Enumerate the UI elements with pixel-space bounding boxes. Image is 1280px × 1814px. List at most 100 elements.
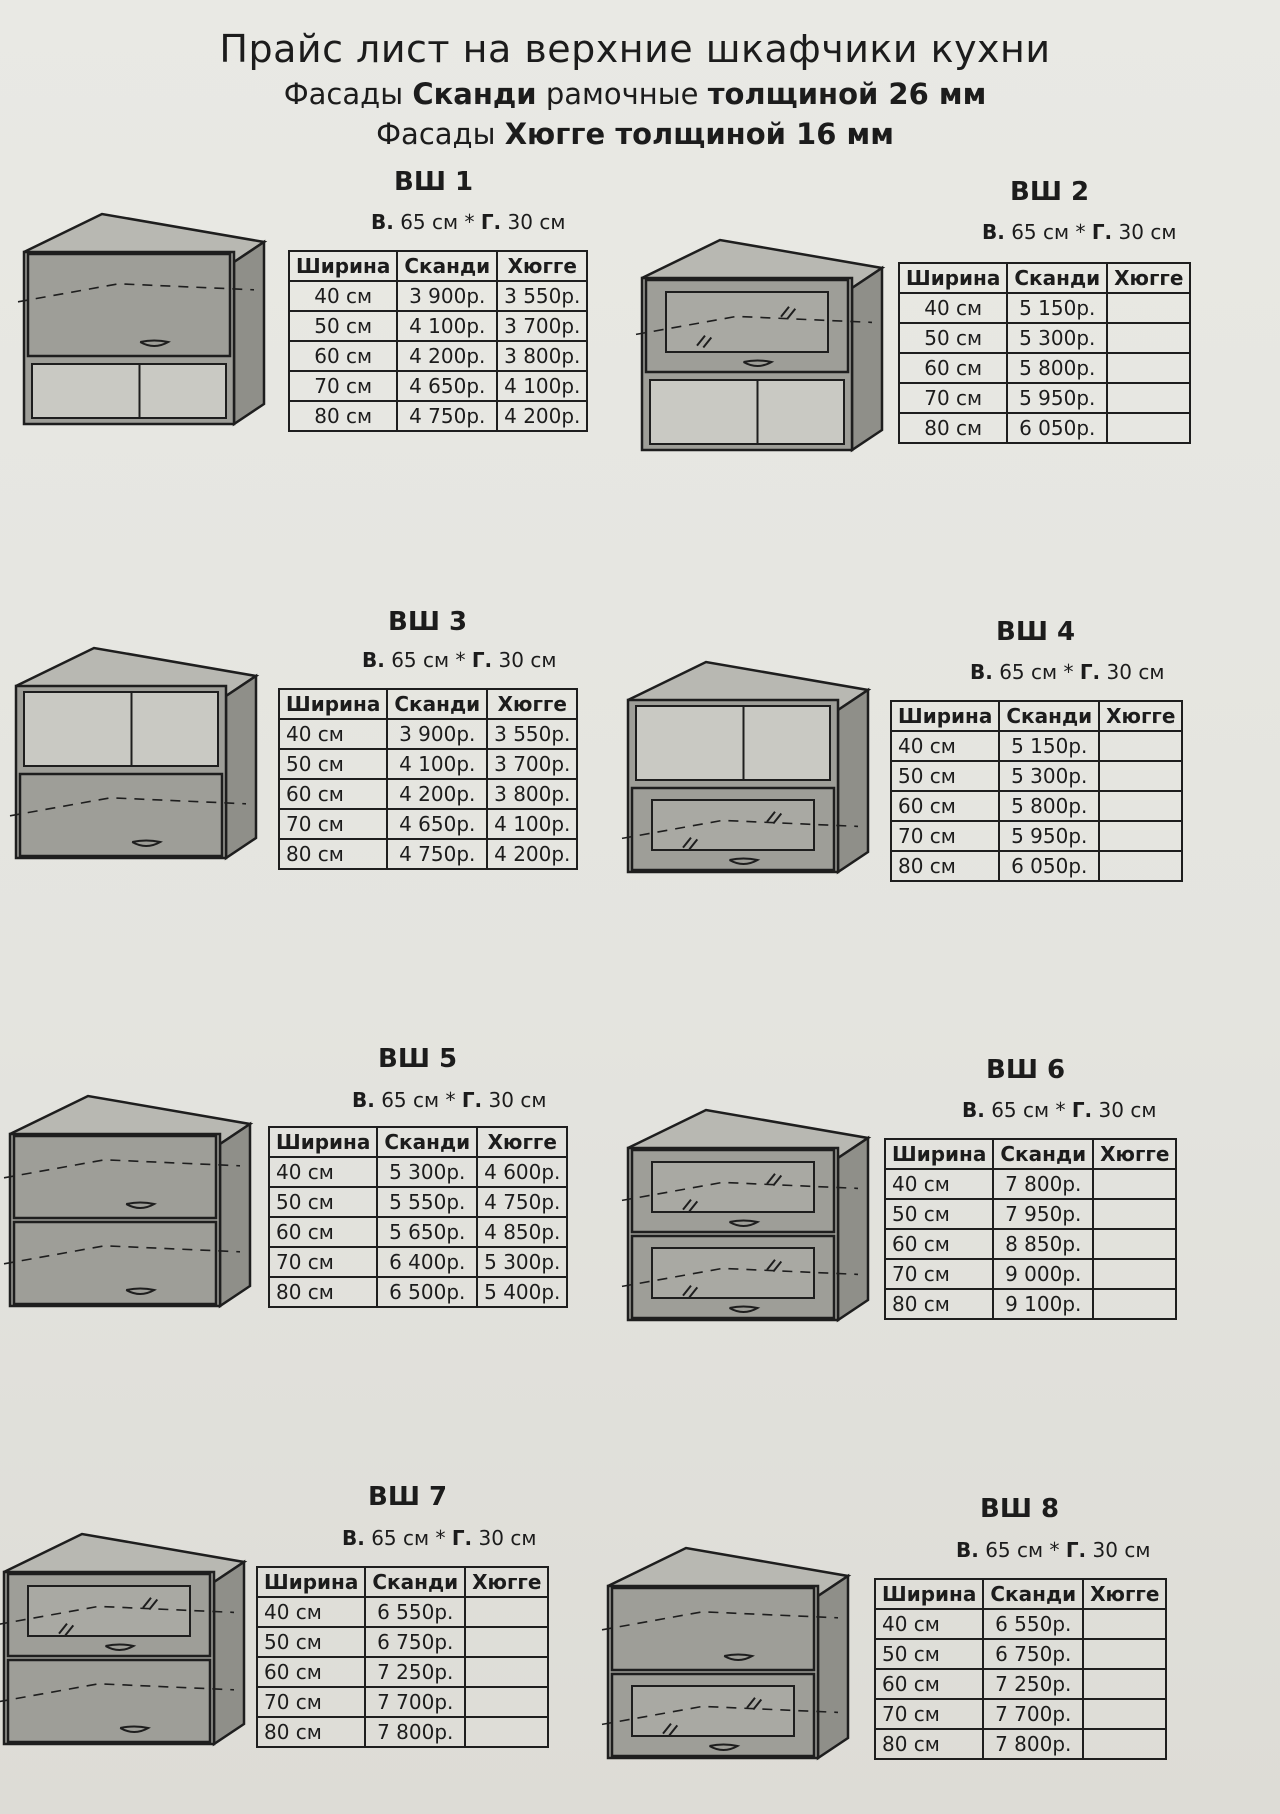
width-cell: 80 см [897, 412, 1009, 444]
glass-reflection-icon [142, 1597, 159, 1611]
hygge-price-cell [1092, 1288, 1178, 1320]
hygge-price-cell [1082, 1608, 1168, 1640]
hygge-price-cell [464, 1686, 550, 1718]
width-cell: 80 см [277, 838, 389, 870]
skandi-price-cell: 9 000р. [992, 1258, 1095, 1290]
column-header: Ширина [267, 1126, 379, 1158]
glass-reflection-icon [746, 1697, 763, 1711]
width-cell: 40 см [255, 1596, 367, 1628]
door-panel [12, 1220, 218, 1306]
cabinet-dimensions: В. 65 см * Г. 30 см [352, 1088, 547, 1112]
hygge-price-cell [1082, 1698, 1168, 1730]
width-cell: 80 см [255, 1716, 367, 1748]
door-panel [12, 1134, 218, 1220]
glass-reflection-icon [682, 836, 699, 850]
width-cell: 60 см [889, 790, 1001, 822]
cabinet-title: ВШ 8 [980, 1494, 1060, 1524]
width-cell: 60 см [267, 1216, 379, 1248]
cabinet-title: ВШ 6 [986, 1055, 1066, 1085]
hygge-price-cell: 4 200р. [486, 838, 579, 870]
skandi-price-cell: 7 700р. [982, 1698, 1085, 1730]
skandi-price-cell: 7 950р. [992, 1198, 1095, 1230]
column-header: Хюгге [1082, 1578, 1168, 1610]
skandi-price-cell: 5 300р. [376, 1156, 479, 1188]
door-panel [26, 252, 232, 358]
cabinet-illustration [9, 646, 260, 861]
cabinet-title: ВШ 1 [394, 167, 474, 197]
cabinet-title: ВШ 2 [1010, 177, 1090, 207]
hygge-price-cell: 3 800р. [496, 340, 589, 372]
width-cell: 70 см [277, 808, 389, 840]
cabinet-side [212, 1559, 246, 1747]
hygge-price-cell [1098, 850, 1184, 882]
hygge-price-cell: 4 100р. [486, 808, 579, 840]
hygge-price-cell: 4 750р. [476, 1186, 569, 1218]
width-cell: 50 см [883, 1198, 995, 1230]
width-cell: 80 см [873, 1728, 985, 1760]
glass-panel [651, 1161, 815, 1213]
skandi-price-cell: 5 800р. [998, 790, 1101, 822]
width-cell: 40 см [897, 292, 1009, 324]
cabinet-side [218, 1121, 252, 1309]
column-header: Сканди [992, 1138, 1095, 1170]
cabinet-dimensions: В. 65 см * Г. 30 см [956, 1538, 1151, 1562]
width-cell: 60 см [277, 778, 389, 810]
skandi-price-cell: 4 100р. [396, 310, 499, 342]
open-shelf [23, 691, 219, 767]
hygge-price-cell [1098, 790, 1184, 822]
glass-panel [651, 799, 815, 851]
cabinet-illustration [17, 212, 268, 427]
column-header: Ширина [255, 1566, 367, 1598]
glass-reflection-icon [766, 1173, 783, 1187]
width-cell: 70 см [883, 1258, 995, 1290]
width-cell: 40 см [277, 718, 389, 750]
subtitle-skandi: Фасады Сканди рамочные толщиной 26 мм [283, 77, 987, 111]
glass-reflection-icon [766, 811, 783, 825]
open-shelf [649, 379, 845, 445]
hygge-price-cell [1092, 1198, 1178, 1230]
cabinet-illustration [3, 1094, 254, 1309]
skandi-price-cell: 6 050р. [1006, 412, 1109, 444]
hygge-price-cell [464, 1626, 550, 1658]
hygge-price-cell: 5 400р. [476, 1276, 569, 1308]
glass-reflection-icon [682, 1284, 699, 1298]
cabinet-title: ВШ 5 [378, 1044, 458, 1074]
hygge-price-cell: 3 800р. [486, 778, 579, 810]
width-cell: 50 см [255, 1626, 367, 1658]
column-header: Ширина [277, 688, 389, 720]
column-header: Хюгге [1092, 1138, 1178, 1170]
skandi-price-cell: 9 100р. [992, 1288, 1095, 1320]
glass-panel [631, 1685, 795, 1737]
skandi-price-cell: 3 900р. [386, 718, 489, 750]
hygge-price-cell: 5 300р. [476, 1246, 569, 1278]
column-header: Ширина [873, 1578, 985, 1610]
skandi-price-cell: 5 800р. [1006, 352, 1109, 384]
hygge-price-cell [1082, 1638, 1168, 1670]
skandi-price-cell: 6 050р. [998, 850, 1101, 882]
hygge-price-cell [1092, 1258, 1178, 1290]
width-cell: 50 см [897, 322, 1009, 354]
cabinet-dimensions: В. 65 см * Г. 30 см [962, 1098, 1157, 1122]
door-panel [610, 1586, 816, 1672]
glass-reflection-icon [662, 1722, 679, 1736]
hygge-price-cell [1098, 760, 1184, 792]
